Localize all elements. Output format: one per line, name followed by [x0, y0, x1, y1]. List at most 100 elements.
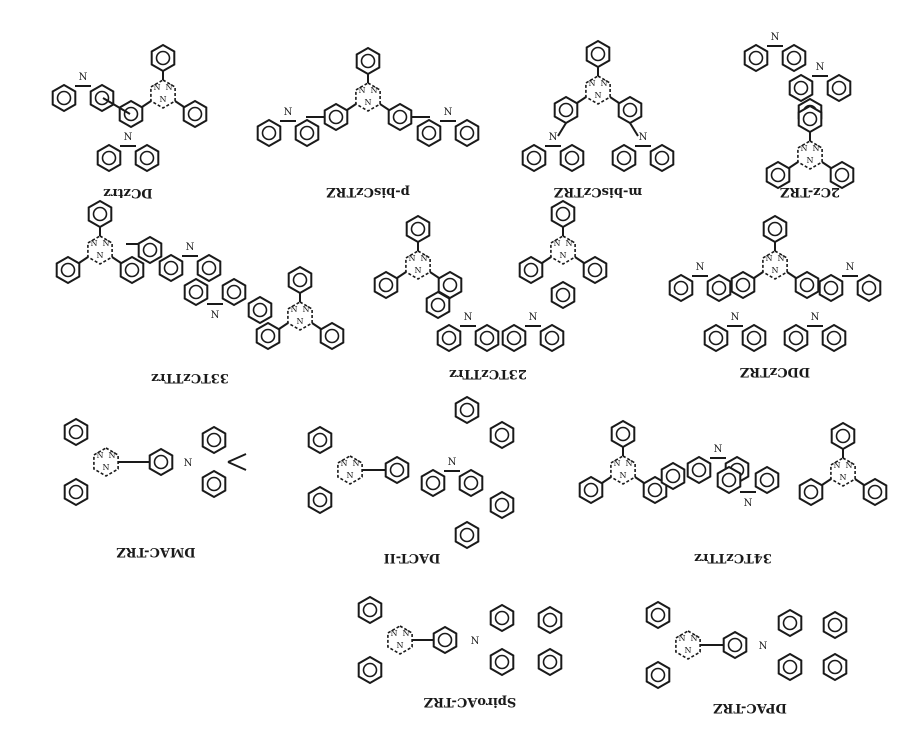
acridine-ring	[777, 609, 803, 637]
phenyl-ring	[550, 281, 576, 309]
nitrogen-atom-label: N	[772, 266, 779, 275]
nitrogen-atom-label: N	[303, 305, 310, 314]
nitrogen-atom-label: N	[766, 254, 773, 263]
nitrogen-atom-label: N	[620, 471, 627, 480]
nitrogen-atom-label: N	[371, 86, 378, 95]
nitrogen-atom-label: N	[816, 62, 825, 73]
nitrogen-atom-label: N	[639, 132, 648, 143]
phenyl-ring	[425, 291, 451, 319]
benzene-ring	[611, 144, 637, 172]
nitrogen-atom-label: N	[166, 83, 173, 92]
nitrogen-atom-label: N	[409, 254, 416, 263]
nitrogen-atom-label: N	[834, 461, 841, 470]
benzene-ring	[783, 324, 809, 352]
phenyl-ring	[405, 215, 431, 243]
nitrogen-atom-label: N	[549, 132, 558, 143]
nitrogen-atom-label: N	[284, 107, 293, 118]
benzene-ring	[856, 274, 882, 302]
benzene-ring	[454, 119, 480, 147]
benzene-ring	[51, 84, 77, 112]
nitrogen-atom-label: N	[448, 457, 457, 468]
nitrogen-atom-label: N	[560, 251, 567, 260]
benzene-ring	[826, 74, 852, 102]
phenyl-ring	[822, 611, 848, 639]
benzene-ring	[256, 119, 282, 147]
phenyl-ring	[762, 215, 788, 243]
nitrogen-atom-label: N	[397, 641, 404, 650]
nitrogen-atom-label: N	[109, 451, 116, 460]
benzene-ring	[754, 466, 780, 494]
nitrogen-atom-label: N	[471, 636, 480, 647]
benzene-ring	[436, 324, 462, 352]
phenyl-ring	[307, 486, 333, 514]
nitrogen-atom-label: N	[160, 95, 167, 104]
phenyl-ring	[794, 271, 820, 299]
nitrogen-atom-label: N	[566, 239, 573, 248]
compound-label-spiroac-trz: SpiroAC-TRZ	[423, 694, 516, 709]
benzene-ring	[416, 119, 442, 147]
compound-label-p-biscztrz: p-bisCzTRZ	[326, 184, 410, 199]
phenyl-ring	[87, 200, 113, 228]
phenyl-ring	[798, 478, 824, 506]
compound-label-33tczttrz: 33TCzTTrz	[151, 370, 229, 385]
compound-label-dact-ii: DACT-II	[384, 550, 441, 565]
phenyl-ring	[550, 200, 576, 228]
nitrogen-atom-label: N	[744, 498, 753, 509]
benzene-ring	[158, 254, 184, 282]
nitrogen-atom-label: N	[154, 83, 161, 92]
nitrogen-atom-label: N	[601, 79, 608, 88]
phenyl-ring	[150, 44, 176, 72]
benzene-ring	[788, 74, 814, 102]
benzene-ring	[649, 144, 675, 172]
phenyl-ring	[730, 271, 756, 299]
benzene-ring	[706, 274, 732, 302]
nitrogen-atom-label: N	[759, 641, 768, 652]
phenyl-ring	[384, 456, 410, 484]
nitrogen-atom-label: N	[97, 451, 104, 460]
benzene-ring	[539, 324, 565, 352]
phenyl-ring	[518, 256, 544, 284]
nitrogen-atom-label: N	[91, 239, 98, 248]
phenyl-ring	[454, 521, 480, 549]
phenyl-ring	[610, 420, 636, 448]
phenyl-ring	[454, 396, 480, 424]
phenyl-ring	[287, 266, 313, 294]
nitrogen-atom-label: N	[464, 312, 473, 323]
benzene-ring	[474, 324, 500, 352]
nitrogen-atom-label: N	[79, 72, 88, 83]
nitrogen-atom-label: N	[186, 242, 195, 253]
nitrogen-atom-label: N	[291, 305, 298, 314]
nitrogen-atom-label: N	[365, 98, 372, 107]
benzene-ring	[89, 84, 115, 112]
benzene-ring	[821, 324, 847, 352]
benzene-ring	[458, 469, 484, 497]
compound-label-34tczttrz: 34TCzTTrz	[694, 550, 772, 565]
nitrogen-atom-label: N	[846, 461, 853, 470]
nitrogen-atom-label: N	[691, 634, 698, 643]
phenyl-ring	[357, 596, 383, 624]
benzene-ring	[743, 44, 769, 72]
phenyl-ring	[118, 100, 144, 128]
phenyl-ring	[660, 462, 686, 490]
compound-label-dpac-trz: DPAC-TRZ	[713, 700, 787, 715]
nitrogen-atom-label: N	[124, 132, 133, 143]
acridine-ring	[201, 470, 227, 498]
nitrogen-atom-label: N	[421, 254, 428, 263]
nitrogen-atom-label: N	[444, 107, 453, 118]
acridine-ring	[777, 653, 803, 681]
benzene-ring	[686, 456, 712, 484]
phenyl-ring	[63, 478, 89, 506]
nitrogen-atom-label: N	[595, 91, 602, 100]
fluorene-ring	[537, 606, 563, 634]
benzene-ring	[703, 324, 729, 352]
acridine-ring	[489, 604, 515, 632]
